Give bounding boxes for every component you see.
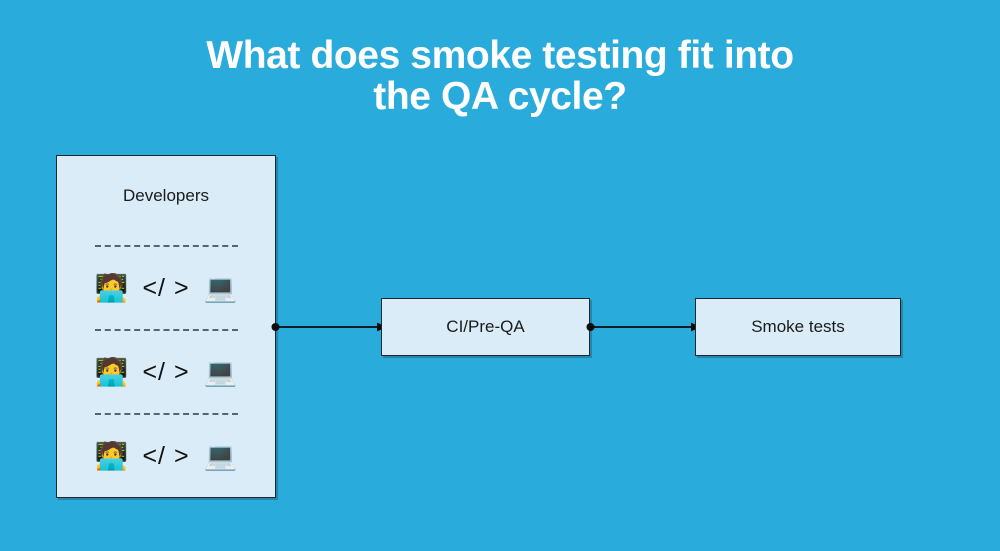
code-tag-icon: </ >	[142, 273, 190, 302]
developer-row: 🧑‍💻 </ > 💻	[95, 415, 238, 497]
diagram-node-developers[interactable]: Developers 🧑‍💻 </ > 💻 🧑‍💻 </ > 💻 🧑‍💻 </ …	[56, 155, 276, 498]
connector-ci-to-smoke-tests	[586, 322, 701, 332]
laptop-icon: 💻	[203, 272, 238, 304]
developer-row: 🧑‍💻 </ > 💻	[95, 247, 238, 329]
smoke-tests-label: Smoke tests	[751, 317, 845, 336]
page-title-line-1: What does smoke testing fit into	[206, 34, 794, 77]
developers-divider-3	[94, 413, 238, 415]
page-title-line-2: the QA cycle?	[373, 74, 627, 118]
developers-row-list: 🧑‍💻 </ > 💻 🧑‍💻 </ > 💻 🧑‍💻 </ > 💻	[94, 245, 238, 497]
code-tag-icon: </ >	[142, 441, 190, 470]
developers-divider-2	[94, 329, 238, 331]
person-coding-icon: 🧑‍💻	[94, 356, 129, 388]
diagram-node-ci-pre-qa[interactable]: CI/Pre-QA	[381, 298, 590, 356]
code-tag-icon: </ >	[142, 357, 190, 386]
page-title: What does smoke testing fit into the QA …	[0, 34, 1000, 118]
developer-row: 🧑‍💻 </ > 💻	[95, 331, 238, 413]
developers-label: Developers	[123, 186, 209, 205]
person-coding-icon: 🧑‍💻	[94, 272, 129, 304]
developers-divider-1	[94, 245, 238, 247]
ci-pre-qa-label: CI/Pre-QA	[446, 317, 525, 336]
laptop-icon: 💻	[203, 440, 238, 472]
diagram-node-smoke-tests[interactable]: Smoke tests	[695, 298, 901, 356]
connector-developers-to-ci	[271, 322, 387, 332]
person-coding-icon: 🧑‍💻	[94, 440, 129, 472]
laptop-icon: 💻	[203, 356, 238, 388]
